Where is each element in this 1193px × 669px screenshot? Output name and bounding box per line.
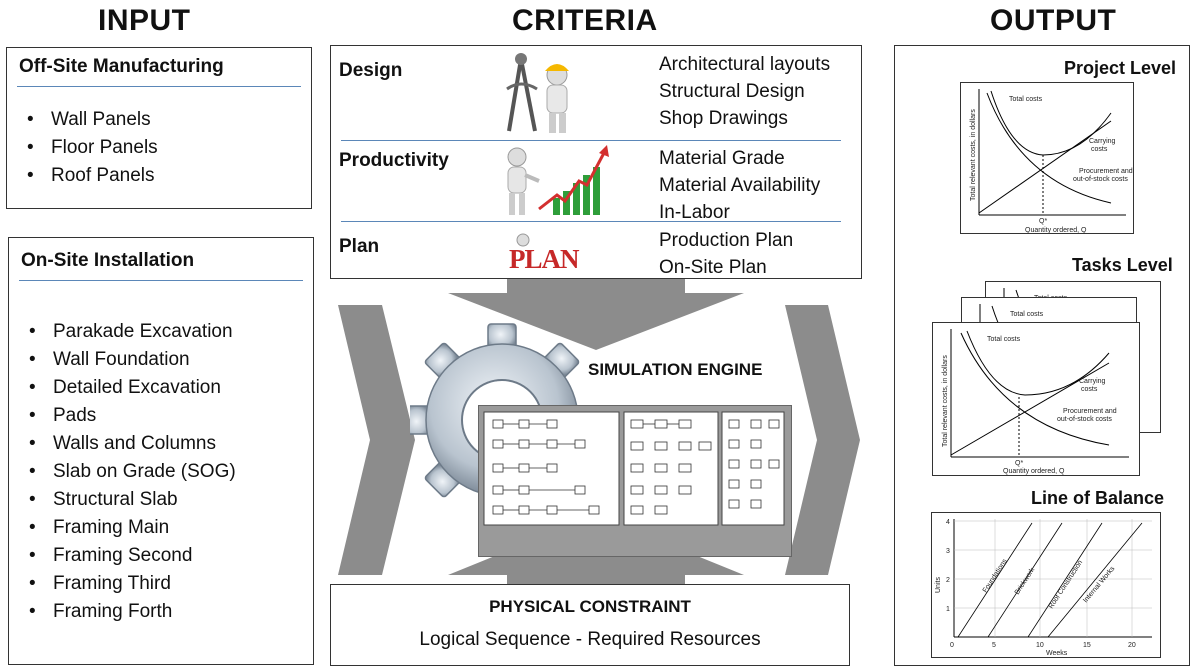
project-cost-graph: Total relevant costs, in dollars Total c… xyxy=(960,82,1134,234)
criteria-divider-1 xyxy=(341,140,841,141)
svg-text:Procurement and: Procurement and xyxy=(1079,168,1133,175)
list-item: Framing Third xyxy=(21,570,236,598)
svg-text:15: 15 xyxy=(1083,642,1091,649)
svg-text:Carrying: Carrying xyxy=(1089,138,1116,145)
task-cost-graph-front: Total relevant costs, in dollars Total c… xyxy=(932,322,1140,476)
line-of-balance-graph: Units 1 2 3 4 0 5 10 15 20 Weeks Foundat… xyxy=(931,512,1161,658)
criteria-down-arrow xyxy=(448,275,744,350)
onsite-installation-box: On-Site Installation Parakade Excavation… xyxy=(8,237,314,665)
svg-text:Total relevant costs, in dolla: Total relevant costs, in dollars xyxy=(942,355,949,447)
svg-text:4: 4 xyxy=(946,519,950,526)
list-item: Floor Panels xyxy=(19,134,158,162)
lob-chart: Units 1 2 3 4 0 5 10 15 20 Weeks Foundat… xyxy=(935,519,1152,657)
criteria-header: CRITERIA xyxy=(512,4,658,37)
svg-text:20: 20 xyxy=(1128,642,1136,649)
simulation-network-diagrams xyxy=(483,411,785,526)
criteria-plan-items: Production Plan On-Site Plan xyxy=(659,230,794,278)
list-item: Pads xyxy=(21,402,236,430)
svg-text:Q*: Q* xyxy=(1015,460,1023,467)
criteria-box: Design Productivity Plan Architectural l… xyxy=(330,45,862,279)
list-item: Roof Panels xyxy=(19,162,158,190)
growth-chart-icon xyxy=(507,145,609,215)
line-of-balance-label: Line of Balance xyxy=(1031,488,1165,508)
svg-text:Weeks: Weeks xyxy=(1046,650,1068,657)
criteria-design-items: Architectural layouts Structural Design … xyxy=(659,54,831,129)
list-item: Framing Second xyxy=(21,542,236,570)
simulation-model-panel xyxy=(478,405,792,557)
drafting-engineer-icon xyxy=(506,53,569,133)
constraint-title: PHYSICAL CONSTRAINT xyxy=(489,597,691,616)
svg-text:Carrying: Carrying xyxy=(1079,378,1106,385)
input-header: INPUT xyxy=(98,4,191,37)
criteria-divider-2 xyxy=(341,221,841,222)
output-header: OUTPUT xyxy=(990,4,1117,37)
svg-text:Quantity ordered, Q: Quantity ordered, Q xyxy=(1003,468,1065,475)
svg-text:1: 1 xyxy=(946,606,950,613)
constraint-subtitle: Logical Sequence - Required Resources xyxy=(419,629,761,650)
list-item: Framing Main xyxy=(21,514,236,542)
svg-text:3: 3 xyxy=(946,548,950,555)
list-item: Detailed Excavation xyxy=(21,374,236,402)
svg-text:costs: costs xyxy=(1081,386,1098,393)
svg-text:Internal Works: Internal Works xyxy=(1082,565,1117,604)
onsite-divider xyxy=(19,280,303,281)
list-item: Slab on Grade (SOG) xyxy=(21,458,236,486)
list-item: Structural Slab xyxy=(21,486,236,514)
svg-text:Units: Units xyxy=(935,577,942,593)
onsite-list: Parakade Excavation Wall Foundation Deta… xyxy=(21,318,236,626)
criteria-productivity-items: Material Grade Material Availability In-… xyxy=(659,148,821,223)
list-item: Walls and Columns xyxy=(21,430,236,458)
tasks-level-label: Tasks Level xyxy=(1072,255,1173,275)
svg-text:Q*: Q* xyxy=(1039,218,1047,225)
svg-text:costs: costs xyxy=(1091,146,1108,153)
svg-text:Total costs: Total costs xyxy=(987,336,1021,343)
offsite-manufacturing-box: Off-Site Manufacturing Wall Panels Floor… xyxy=(6,47,312,209)
offsite-divider xyxy=(17,86,301,87)
output-right-chevron xyxy=(785,305,860,575)
svg-text:Total costs: Total costs xyxy=(1009,96,1043,103)
plan-icon: PLAN xyxy=(509,232,579,274)
list-item: Framing Forth xyxy=(21,598,236,626)
svg-text:Total relevant costs, in dolla: Total relevant costs, in dollars xyxy=(970,109,977,201)
criteria-productivity-label: Productivity xyxy=(339,150,449,171)
svg-text:out-of-stock costs: out-of-stock costs xyxy=(1057,416,1112,423)
svg-text:Quantity ordered, Q: Quantity ordered, Q xyxy=(1025,227,1087,233)
svg-text:Brickwork: Brickwork xyxy=(1014,566,1037,596)
svg-text:10: 10 xyxy=(1036,642,1044,649)
input-right-chevron xyxy=(338,305,415,575)
svg-text:2: 2 xyxy=(946,577,950,584)
onsite-title: On-Site Installation xyxy=(21,250,195,271)
svg-text:Foundations: Foundations xyxy=(982,558,1009,595)
list-item: Wall Panels xyxy=(19,106,158,134)
criteria-design-label: Design xyxy=(339,60,403,81)
svg-text:5: 5 xyxy=(992,642,996,649)
simulation-engine-label: SIMULATION ENGINE xyxy=(588,360,763,379)
svg-text:Roof Construction: Roof Construction xyxy=(1048,559,1084,610)
svg-text:0: 0 xyxy=(950,642,954,649)
svg-text:Total costs: Total costs xyxy=(1010,311,1044,318)
svg-text:Procurement and: Procurement and xyxy=(1063,408,1117,415)
svg-text:out-of-stock costs: out-of-stock costs xyxy=(1073,176,1128,183)
offsite-list: Wall Panels Floor Panels Roof Panels xyxy=(19,106,158,190)
list-item: Parakade Excavation xyxy=(21,318,236,346)
project-level-label: Project Level xyxy=(1064,58,1177,78)
criteria-plan-label: Plan xyxy=(339,236,380,257)
physical-constraint-box: PHYSICAL CONSTRAINT Logical Sequence - R… xyxy=(330,584,850,666)
offsite-title: Off-Site Manufacturing xyxy=(19,56,224,77)
list-item: Wall Foundation xyxy=(21,346,236,374)
